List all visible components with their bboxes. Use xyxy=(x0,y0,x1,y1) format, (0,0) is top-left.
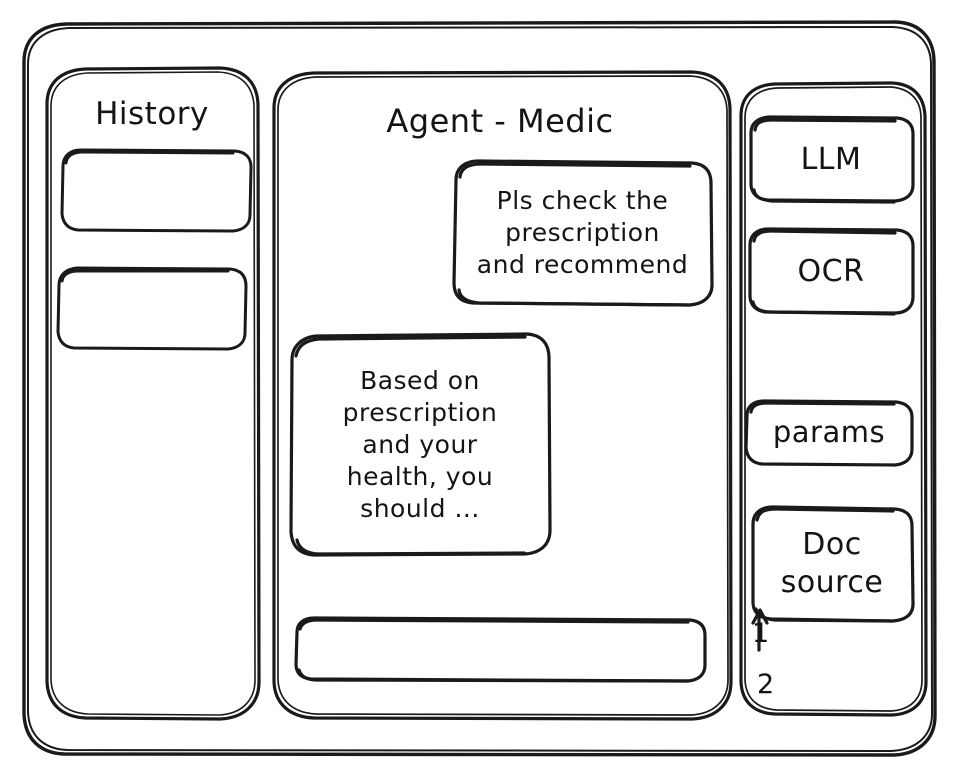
params-button[interactable]: params xyxy=(772,415,886,450)
doc-source-item-2[interactable]: 2 xyxy=(757,668,775,700)
agent-message-bubble: Based on prescription and your health, y… xyxy=(342,366,498,523)
sidebar-item-history-1[interactable] xyxy=(62,152,247,228)
page-title: Agent - Medic xyxy=(386,101,614,140)
doc-source-button[interactable]: Doc source xyxy=(780,526,884,600)
ocr-button[interactable]: OCR xyxy=(797,253,865,289)
sidebar-item-history-2[interactable] xyxy=(58,270,243,346)
message-input[interactable] xyxy=(296,618,698,678)
user-message-bubble: Pls check the prescription and recommend xyxy=(476,186,689,279)
doc-source-item-1[interactable]: 1 xyxy=(752,617,770,649)
llm-button[interactable]: LLM xyxy=(800,141,862,177)
history-panel-title: History xyxy=(95,96,209,133)
